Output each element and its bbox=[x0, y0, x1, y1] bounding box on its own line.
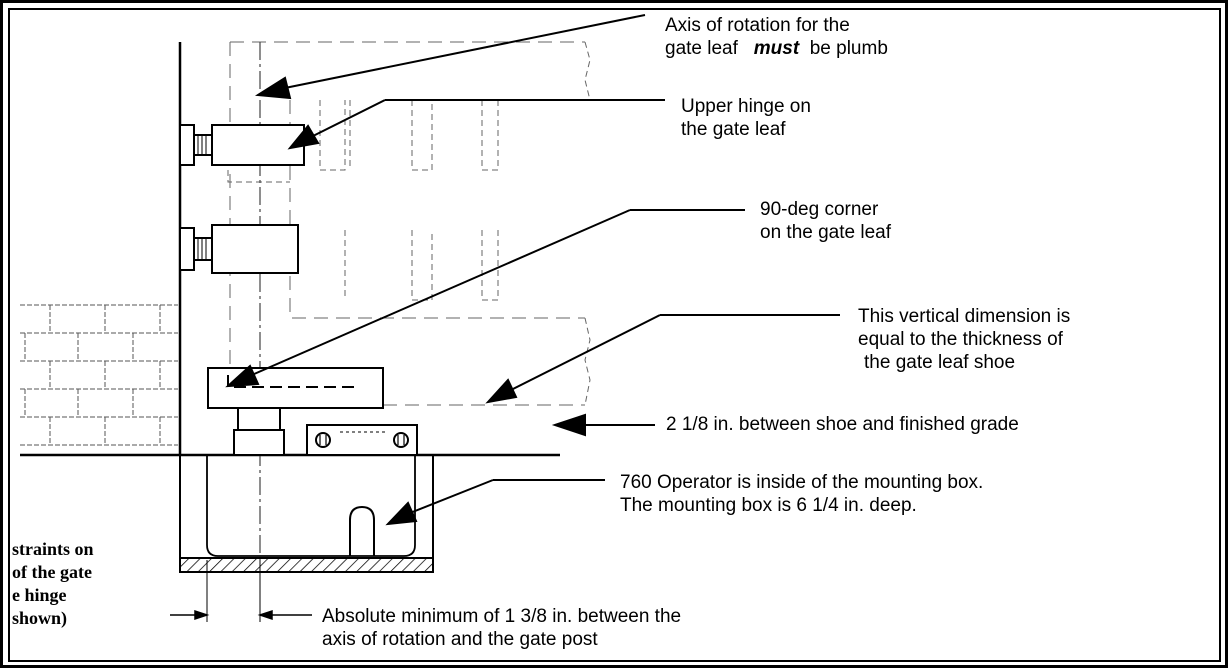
leader-lines bbox=[225, 14, 840, 526]
min-dimension bbox=[170, 560, 312, 622]
mounting-bracket bbox=[306, 424, 418, 456]
vertical-line1: This vertical dimension is bbox=[858, 306, 1071, 327]
label-minimum: Absolute minimum of 1 3/8 in. between th… bbox=[322, 605, 681, 651]
operator-line1: 760 Operator is inside of the mounting b… bbox=[620, 472, 984, 493]
upper-hinge-line1: Upper hinge on bbox=[681, 96, 811, 117]
left-line2: of the gate bbox=[12, 562, 92, 582]
grade-text: 2 1/8 in. between shoe and finished grad… bbox=[666, 414, 1019, 435]
gate-leaf-outline bbox=[227, 41, 591, 406]
axis-label-post: be plumb bbox=[809, 38, 888, 59]
mounting-box bbox=[179, 455, 434, 573]
label-vertical-dimension: This vertical dimension is equal to the … bbox=[858, 305, 1070, 374]
upper-hinge bbox=[179, 124, 305, 166]
corner-line1: 90-deg corner bbox=[760, 199, 879, 220]
label-grade: 2 1/8 in. between shoe and finished grad… bbox=[666, 413, 1019, 436]
axis-label-line2: gate leaf must be plumb bbox=[665, 37, 888, 60]
vertical-line3: the gate leaf shoe bbox=[864, 352, 1016, 373]
axis-label-pre: gate leaf bbox=[665, 38, 738, 59]
minimum-line2: axis of rotation and the gate post bbox=[322, 629, 598, 650]
axis-label-line1: Axis of rotation for the bbox=[665, 15, 850, 36]
brick-wall bbox=[20, 304, 178, 446]
gate-shoe bbox=[207, 367, 384, 456]
lower-hinge bbox=[179, 224, 299, 274]
label-operator: 760 Operator is inside of the mounting b… bbox=[620, 471, 983, 517]
label-left-cropped: straints on of the gate e hinge shown) bbox=[12, 538, 94, 630]
left-line4: shown) bbox=[12, 608, 68, 628]
axis-label-emphasis: must bbox=[753, 38, 800, 59]
minimum-line1: Absolute minimum of 1 3/8 in. between th… bbox=[322, 606, 682, 627]
left-line1: straints on bbox=[12, 539, 94, 559]
label-90-deg-corner: 90-deg corner on the gate leaf bbox=[760, 198, 891, 244]
left-line3: e hinge bbox=[12, 585, 67, 605]
border-frame-inner bbox=[8, 8, 1221, 662]
label-axis-of-rotation: Axis of rotation for the gate leaf must … bbox=[665, 14, 888, 60]
vertical-line2: equal to the thickness of bbox=[858, 329, 1063, 350]
corner-line2: on the gate leaf bbox=[760, 222, 891, 243]
label-upper-hinge: Upper hinge on the gate leaf bbox=[681, 95, 811, 141]
operator-line2: The mounting box is 6 1/4 in. deep. bbox=[620, 495, 917, 516]
upper-hinge-line2: the gate leaf bbox=[681, 119, 786, 140]
